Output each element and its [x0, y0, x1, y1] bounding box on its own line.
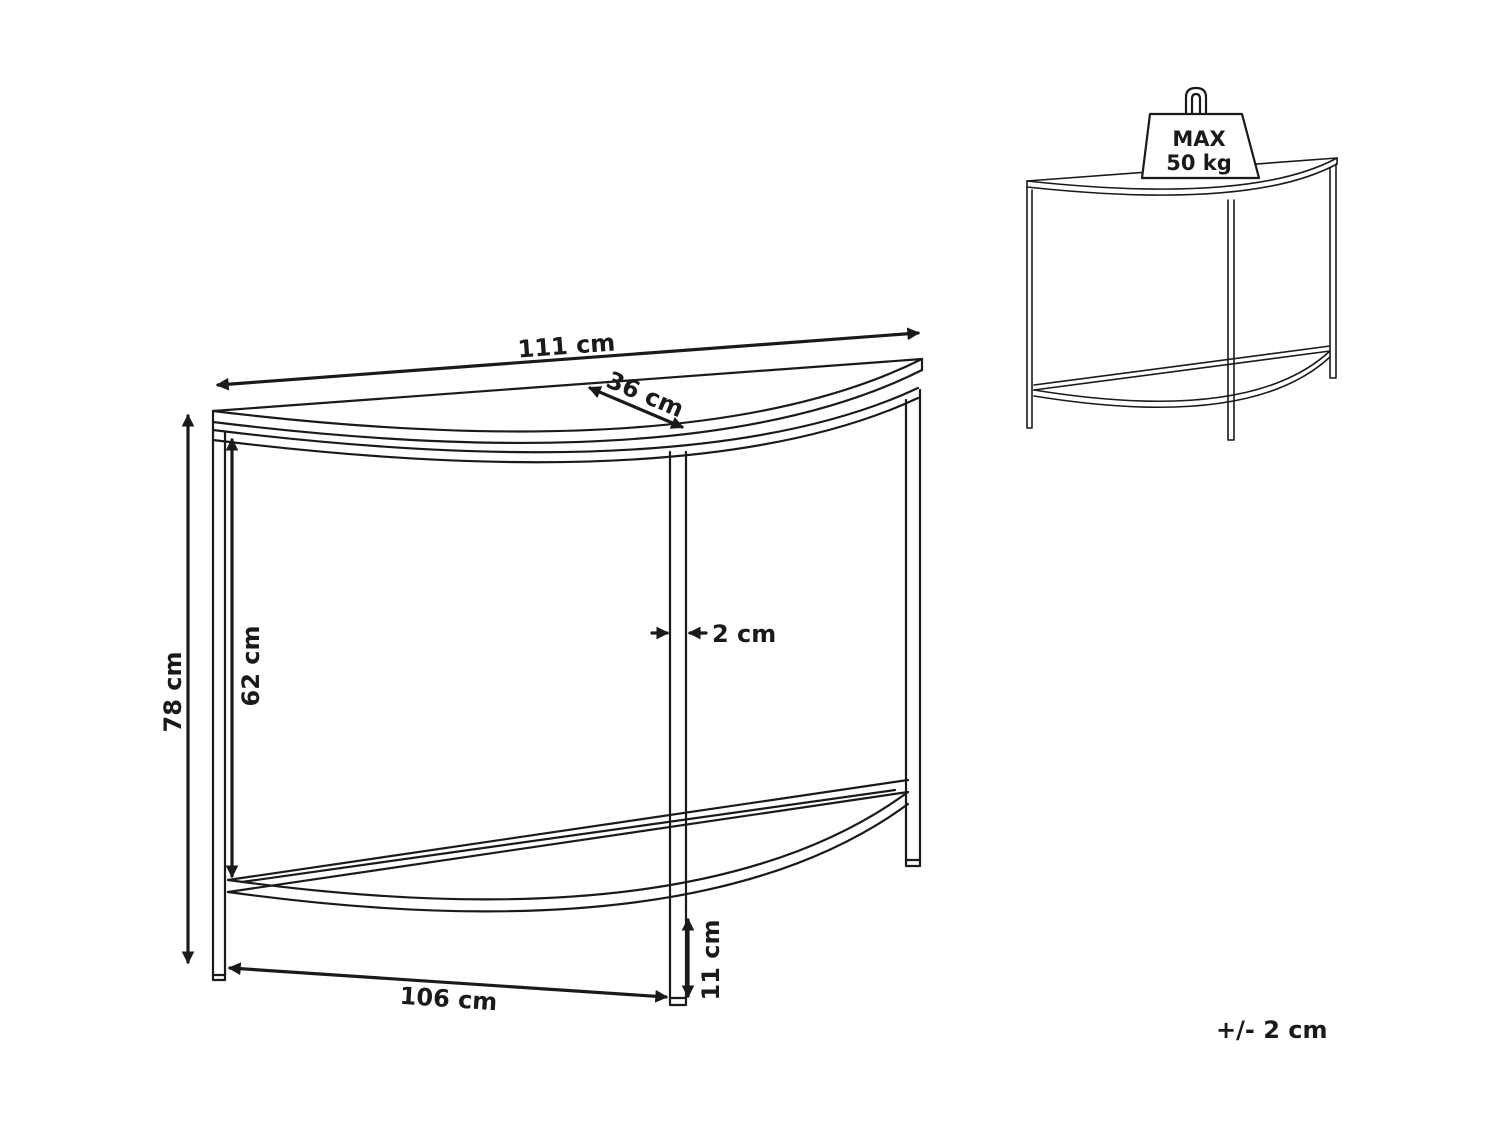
tabletop-front-arc — [211, 357, 924, 433]
left-leg — [211, 420, 227, 977]
small-shelf-back — [1033, 345, 1331, 391]
right-leg-foot — [904, 858, 922, 868]
arrow-depth — [588, 386, 684, 429]
middle-leg-foot — [668, 996, 688, 1007]
label-depth: 36 cm — [602, 366, 688, 423]
right-leg — [904, 388, 922, 862]
label-inner-height: 62 cm — [237, 626, 265, 707]
weight-body — [1140, 112, 1261, 180]
tolerance-note: +/- 2 cm — [1216, 1016, 1327, 1044]
label-leg-width: 2 cm — [712, 620, 776, 648]
shelf-front-arc-lower — [226, 802, 910, 913]
small-shelf-front-arc — [1033, 350, 1331, 403]
arrow-top-width — [215, 327, 921, 391]
label-total-height: 78 cm — [159, 652, 187, 733]
weight-handle — [1184, 86, 1208, 116]
dimension-arrows — [181, 327, 921, 1003]
shelf-inner — [240, 788, 897, 884]
weight-icon: MAX 50 kg — [1140, 86, 1261, 180]
main-table-drawing — [211, 357, 924, 1007]
weight-value-label: 50 kg — [1166, 151, 1232, 175]
shelf-front-arc — [226, 790, 910, 901]
small-tabletop-side — [1026, 157, 1338, 188]
small-right-leg — [1329, 163, 1337, 379]
tabletop-underside — [211, 357, 924, 424]
tabletop-lower-arc — [211, 368, 924, 445]
left-leg-foot — [211, 973, 227, 982]
tabletop-top-edge — [211, 357, 924, 413]
middle-leg — [668, 450, 688, 1000]
apron-rail — [211, 386, 920, 464]
small-tabletop-lower-arc — [1026, 163, 1338, 196]
small-middle-leg — [1227, 199, 1235, 441]
shelf-back-edge — [226, 778, 910, 894]
label-top-width: 111 cm — [517, 328, 616, 363]
small-left-leg — [1026, 186, 1033, 429]
label-shelf-clearance: 11 cm — [697, 920, 725, 1001]
arrow-bottom-width — [227, 962, 669, 1003]
small-tabletop-front-arc — [1026, 157, 1338, 190]
weight-max-label: MAX — [1172, 127, 1225, 151]
small-shelf-front-arc-lower — [1033, 356, 1331, 409]
label-bottom-width: 106 cm — [399, 982, 498, 1016]
load-table-drawing — [1026, 157, 1338, 441]
